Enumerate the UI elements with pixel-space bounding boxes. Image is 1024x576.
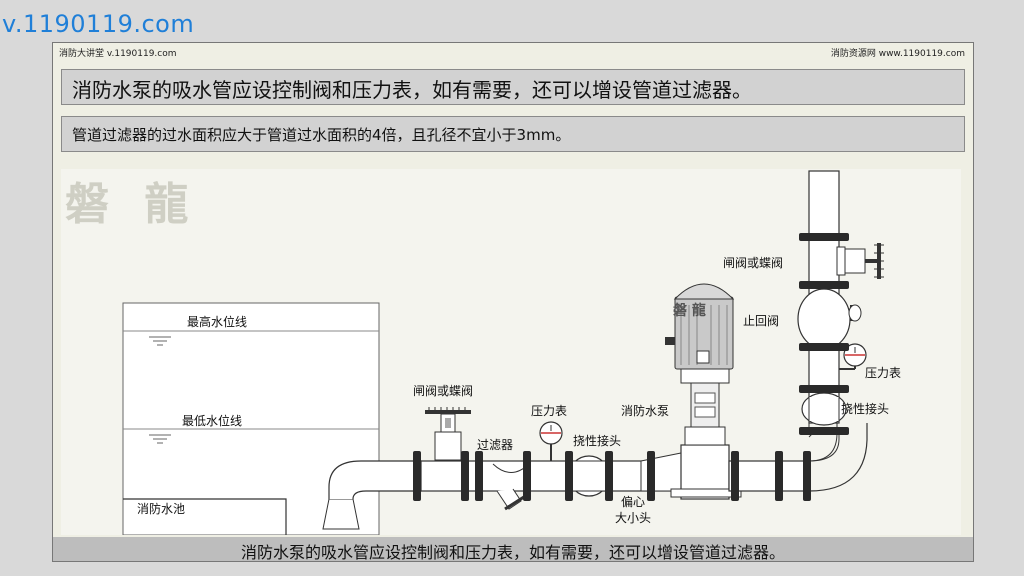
label-eccentric-reducer-2: 大小头: [615, 511, 651, 525]
label-discharge-gate-valve: 闸阀或蝶阀: [723, 255, 783, 270]
suction-gate-valve: [425, 407, 471, 461]
label-discharge-pressure-gauge: 压力表: [865, 366, 901, 380]
subtitle-box: 管道过滤器的过水面积应大于管道过水面积的4倍，且孔径不宜小于3mm。: [61, 116, 965, 152]
fire-pump: 磐 龍: [665, 283, 742, 500]
label-max-water-level: 最高水位线: [187, 314, 247, 329]
label-filter: 过滤器: [477, 438, 513, 452]
label-discharge-flexible-joint: 挠性接头: [841, 401, 889, 416]
vertical-flanges: [799, 233, 849, 435]
discharge-flexible-joint: [801, 392, 847, 426]
label-check-valve: 止回阀: [743, 314, 779, 328]
label-fire-pump: 消防水泵: [621, 403, 669, 418]
motor-logo: 磐 龍: [672, 302, 706, 319]
footer-text: 消防水泵的吸水管应设控制阀和压力表，如有需要，还可以增设管道过滤器。: [240, 543, 785, 562]
check-valve: [797, 288, 862, 350]
suction-pressure-gauge: [539, 421, 563, 461]
label-eccentric-reducer-1: 偏心: [621, 494, 645, 509]
label-fire-pool: 消防水池: [137, 501, 185, 516]
slide-subtitle: 管道过滤器的过水面积应大于管道过水面积的4倍，且孔径不宜小于3mm。: [72, 126, 571, 144]
suction-flexible-joint: [568, 455, 610, 497]
title-box: 消防水泵的吸水管应设控制阀和压力表，如有需要，还可以增设管道过滤器。: [61, 69, 965, 105]
slide-title: 消防水泵的吸水管应设控制阀和压力表，如有需要，还可以增设管道过滤器。: [72, 78, 752, 102]
discharge-gate-valve: [836, 243, 884, 279]
brand-logo: 磐 龍: [65, 179, 198, 230]
pump-piping-diagram: 磐 龍 最高水位线 最低水位线 消防水池 闸阀或蝶阀: [61, 169, 961, 535]
header-right: 消防资源网 www.1190119.com: [830, 49, 965, 59]
site-watermark: v.1190119.com: [2, 10, 195, 38]
horizontal-flanges: [413, 451, 811, 501]
footer-bar: 消防水泵的吸水管应设控制阀和压力表，如有需要，还可以增设管道过滤器。: [53, 537, 973, 561]
label-suction-pressure-gauge: 压力表: [531, 404, 567, 418]
discharge-pressure-gauge: [839, 343, 867, 370]
label-suction-flexible-joint: 挠性接头: [573, 433, 621, 448]
label-min-water-level: 最低水位线: [182, 413, 242, 428]
label-suction-gate-valve: 闸阀或蝶阀: [413, 383, 473, 398]
header-left: 消防大讲堂 v.1190119.com: [59, 49, 177, 59]
slide: 消防大讲堂 v.1190119.com 消防资源网 www.1190119.co…: [52, 42, 974, 562]
